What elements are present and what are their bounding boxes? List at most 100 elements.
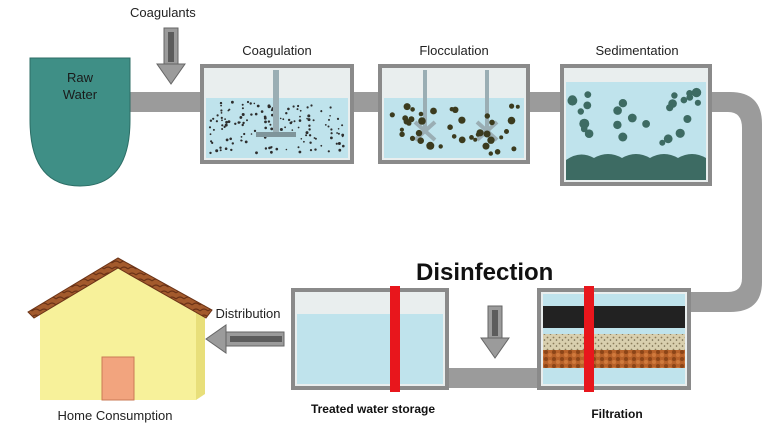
coagulant-particle (225, 120, 229, 124)
coagulant-particle (297, 146, 300, 149)
coagulant-particle (211, 141, 214, 144)
floc-particle (507, 116, 516, 125)
coagulant-particle (241, 113, 245, 116)
roof-icon (27, 257, 213, 319)
coagulant-particle (300, 138, 303, 140)
disinfection-arrow-icon (480, 305, 510, 359)
settling-particle (580, 125, 588, 133)
coagulant-particle (308, 128, 311, 131)
coagulant-particle (264, 120, 267, 124)
coagulant-particle (303, 140, 305, 143)
coagulant-particle (243, 132, 246, 136)
distribution-arrow-icon (205, 324, 285, 354)
coagulant-particle (215, 149, 219, 153)
coagulant-particle (230, 148, 233, 152)
floc-particle (511, 146, 517, 152)
settling-particle (583, 101, 592, 110)
coagulant-particle (231, 100, 234, 104)
settling-particle (680, 96, 688, 104)
coagulant-particle (209, 119, 213, 122)
coagulant-particle (297, 126, 300, 129)
floc-particle (451, 134, 457, 139)
filtration-disinfection-bar (584, 286, 594, 392)
settling-particle (584, 91, 592, 98)
coagulant-particle (337, 142, 341, 145)
storage-disinfection-bar (390, 286, 400, 392)
coagulant-particle (337, 128, 340, 130)
floc-particle (399, 131, 405, 137)
coagulation-tank (200, 64, 354, 164)
floc-particle (504, 129, 509, 134)
coagulant-particle (330, 128, 333, 131)
coagulant-particle (246, 119, 248, 122)
coagulant-particle (279, 117, 282, 120)
raw-water-label-line1: Raw (67, 70, 94, 85)
flocculation-tank (378, 64, 530, 164)
coagulant-particle (299, 109, 302, 112)
raw-water-label-line2: Water (63, 87, 98, 102)
coagulant-particle (234, 122, 237, 126)
coagulant-particle (212, 117, 215, 120)
coagulant-particle (291, 129, 294, 131)
coagulation-label: Coagulation (242, 43, 311, 58)
pipe-flocculation-to-sedimentation (526, 92, 564, 112)
coagulant-particle (336, 132, 338, 134)
settling-particle (618, 99, 628, 108)
settling-particle (613, 106, 622, 115)
coagulant-particle (338, 148, 342, 152)
pipe-sedimentation-to-filtration (686, 92, 762, 312)
coagulant-particle (328, 118, 330, 121)
pipes (128, 92, 762, 388)
coagulant-particle (228, 108, 231, 111)
treated-water-storage-label: Treated water storage (311, 402, 435, 416)
floc-particle (417, 137, 425, 144)
settling-particle (584, 129, 594, 138)
coagulant-particle (312, 119, 315, 122)
anthracite-layer (543, 306, 685, 328)
sedimentation-label: Sedimentation (595, 43, 678, 58)
floc-particle (499, 135, 504, 140)
coagulant-particle (246, 100, 250, 104)
coagulant-particle (229, 137, 232, 141)
coagulant-particle (239, 116, 242, 119)
coagulant-particle (220, 104, 223, 107)
coagulant-particle (285, 148, 288, 151)
coagulant-particle (285, 112, 288, 115)
coagulant-particle (309, 141, 312, 144)
distribution-label: Distribution (215, 306, 280, 321)
treated-water-storage-tank (291, 288, 449, 390)
coagulant-particle (221, 119, 223, 122)
coagulant-particle (314, 148, 317, 151)
coagulant-particle (327, 125, 330, 128)
coagulant-particle (306, 106, 309, 109)
pipe-raw-to-coagulation (128, 92, 204, 112)
coagulant-particle (320, 144, 323, 147)
floc-particle (488, 151, 493, 156)
settling-particle (671, 92, 678, 99)
coagulant-particle (224, 123, 228, 127)
coagulant-particle (241, 103, 244, 106)
coagulant-particle (220, 116, 223, 119)
coagulant-particle (264, 126, 268, 130)
floc-particle (484, 113, 490, 119)
coagulant-particle (287, 118, 291, 122)
floc-particle (410, 107, 415, 112)
settling-particle (567, 95, 578, 106)
coagulant-particle (240, 139, 243, 142)
coagulant-particle (268, 146, 271, 150)
coagulant-particle (305, 131, 309, 135)
floc-particle (458, 116, 466, 124)
coagulant-particle (210, 140, 213, 143)
coagulant-particle (287, 107, 290, 111)
floc-particle (389, 112, 395, 118)
coagulant-particle (293, 120, 296, 123)
coagulant-particle (342, 144, 345, 148)
coagulant-particle (209, 151, 212, 155)
coagulant-particle (330, 132, 333, 135)
coagulant-particle (260, 110, 264, 113)
settling-particle (618, 132, 628, 142)
coagulant-particle (221, 128, 224, 130)
coagulants-arrow-icon (156, 27, 186, 85)
coagulant-particle (215, 120, 218, 123)
